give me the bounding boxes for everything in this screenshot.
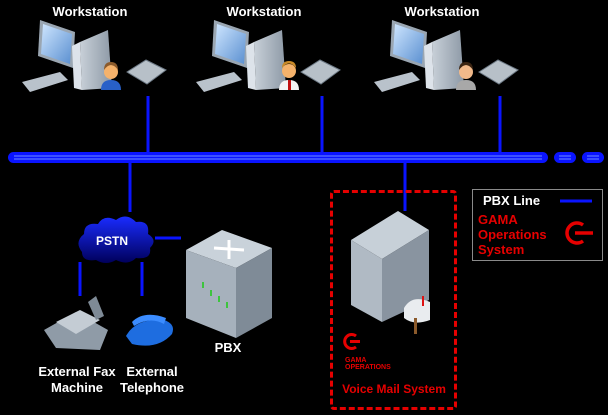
brand-line2: OPERATIONS xyxy=(345,364,391,371)
external-telephone-line2: Telephone xyxy=(119,380,185,395)
workstation-label-1: Workstation xyxy=(52,4,128,19)
external-telephone-icon[interactable] xyxy=(126,314,173,346)
pstn-label: PSTN xyxy=(95,234,128,248)
workstation-1[interactable] xyxy=(22,20,112,92)
external-telephone-line1: External xyxy=(126,364,178,379)
brand-line1: GAMA xyxy=(345,357,367,364)
connection-lines xyxy=(78,96,502,296)
gama-logo-icon xyxy=(343,333,360,350)
legend-gama-line2: Operations xyxy=(478,227,547,242)
user-icon-blue xyxy=(101,62,121,90)
legend-pbx-line-label: PBX Line xyxy=(483,193,541,208)
user-icon-tie xyxy=(279,61,299,90)
legend-gama-line1: GAMA xyxy=(478,212,518,227)
gama-operations-brand: GAMA OPERATIONS xyxy=(345,357,391,371)
pbx-label: PBX xyxy=(214,340,242,355)
desk-phone-icon xyxy=(126,59,519,85)
pstn-cloud-icon[interactable] xyxy=(78,216,154,263)
workstation-label-2: Workstation xyxy=(226,4,302,19)
mailbox-icon xyxy=(404,296,430,334)
external-fax-line2: Machine xyxy=(50,380,103,395)
legend: PBX Line GAMA Operations System xyxy=(472,189,603,261)
pbx-bus xyxy=(8,152,604,163)
legend-gama-line3: System xyxy=(478,242,525,257)
external-telephone-label: External Telephone xyxy=(112,364,192,396)
voice-mail-server-icon[interactable] xyxy=(351,211,429,322)
legend-gama-logo-icon xyxy=(565,221,593,245)
workstation-2[interactable] xyxy=(196,20,286,92)
workstation-label-3: Workstation xyxy=(404,4,480,19)
voice-mail-system-label: Voice Mail System xyxy=(342,382,446,396)
fax-machine-icon[interactable] xyxy=(44,296,108,350)
computer-icon xyxy=(22,20,112,92)
pbx-switch-icon[interactable] xyxy=(186,230,272,338)
voice-mail-system-boundary xyxy=(330,190,457,410)
workstation-3[interactable] xyxy=(374,20,464,92)
user-icon-gray xyxy=(456,62,476,90)
external-fax-line1: External Fax xyxy=(38,364,116,379)
external-fax-label: External Fax Machine xyxy=(22,364,132,396)
